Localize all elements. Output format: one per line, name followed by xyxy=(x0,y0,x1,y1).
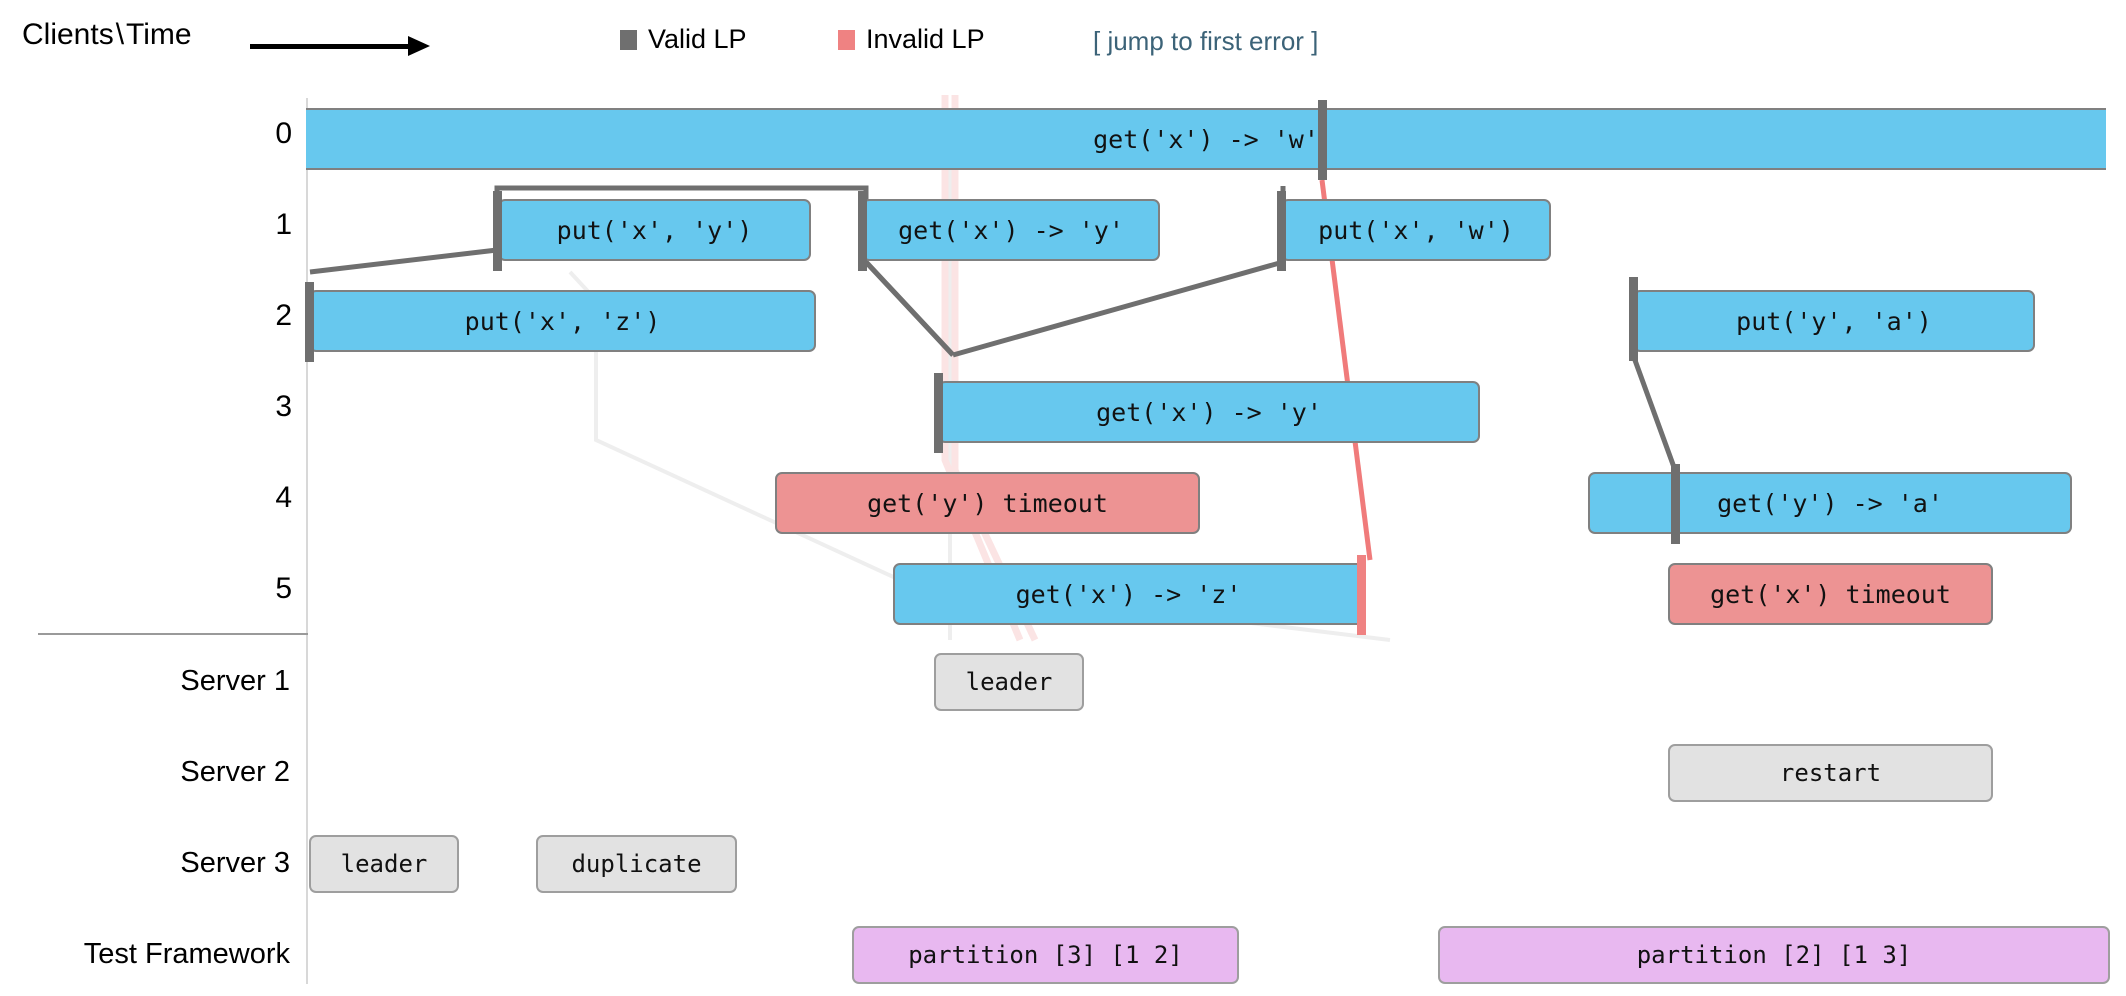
operation-bar[interactable]: put('y', 'a') xyxy=(1633,290,2035,352)
client-row-label-3: 3 xyxy=(275,390,292,423)
linearization-point-marker xyxy=(1318,100,1327,180)
server-event-bar[interactable]: duplicate xyxy=(536,835,737,893)
client-row-label-4: 4 xyxy=(275,481,292,514)
operation-bar[interactable]: get('x') -> 'y' xyxy=(938,381,1480,443)
linearization-point-marker xyxy=(493,191,502,271)
linearization-point-marker xyxy=(934,373,943,453)
client-row-label-5: 5 xyxy=(275,572,292,605)
axis-separator: \ xyxy=(115,18,125,51)
framework-event-bar[interactable]: partition [2] [1 3] xyxy=(1438,926,2110,984)
server-row-label-server-2: Server 2 xyxy=(180,756,290,788)
legend-item-valid-lp: Valid LP xyxy=(620,24,747,55)
operation-bar[interactable]: put('x', 'w') xyxy=(1281,199,1551,261)
client-row-label-2: 2 xyxy=(275,299,292,332)
framework-event-bar[interactable]: partition [3] [1 2] xyxy=(852,926,1239,984)
square-swatch-icon xyxy=(620,30,637,50)
operation-bar[interactable]: put('x', 'y') xyxy=(498,199,811,261)
client-row-label-0: 0 xyxy=(275,117,292,150)
right-arrow-icon xyxy=(250,36,440,56)
operation-bar[interactable]: get('x') -> 'z' xyxy=(893,563,1364,625)
operation-bar[interactable]: get('x') -> 'y' xyxy=(862,199,1160,261)
linearization-point-marker xyxy=(1629,277,1638,361)
operation-bar[interactable]: get('y') -> 'a' xyxy=(1588,472,2072,534)
operation-bar[interactable]: get('y') timeout xyxy=(775,472,1200,534)
time-axis-label: Time xyxy=(126,18,192,51)
server-event-bar[interactable]: restart xyxy=(1668,744,1993,802)
axis-caption: Clients\Time xyxy=(22,18,192,52)
operation-bar[interactable]: get('x') timeout xyxy=(1668,563,1993,625)
server-event-bar[interactable]: leader xyxy=(309,835,459,893)
legend-item-invalid-lp: Invalid LP xyxy=(838,24,985,55)
server-row-label-server-1: Server 1 xyxy=(180,665,290,697)
linearization-point-marker-invalid xyxy=(1357,555,1366,635)
operation-bar[interactable]: put('x', 'z') xyxy=(309,290,816,352)
client-server-divider xyxy=(38,633,308,635)
jump-to-first-error-link[interactable]: [ jump to first error ] xyxy=(1093,26,1319,56)
clients-axis-label: Clients xyxy=(22,18,114,51)
time-axis-line xyxy=(306,98,308,984)
server-row-label-server-3: Server 3 xyxy=(180,847,290,879)
server-event-bar[interactable]: leader xyxy=(934,653,1084,711)
linearization-point-marker xyxy=(305,282,314,362)
linearization-point-marker xyxy=(1277,191,1286,271)
server-row-label-test-framework: Test Framework xyxy=(83,938,290,970)
legend-label-valid-lp: Valid LP xyxy=(648,24,747,54)
legend-label-invalid-lp: Invalid LP xyxy=(866,24,985,54)
arrow-head xyxy=(408,36,430,56)
operation-bar[interactable]: get('x') -> 'w' xyxy=(306,108,2106,170)
linearization-point-marker xyxy=(1671,464,1680,544)
client-row-label-1: 1 xyxy=(275,208,292,241)
arrow-shaft xyxy=(250,44,415,49)
linearization-point-marker xyxy=(858,191,867,271)
square-swatch-icon xyxy=(838,30,855,50)
